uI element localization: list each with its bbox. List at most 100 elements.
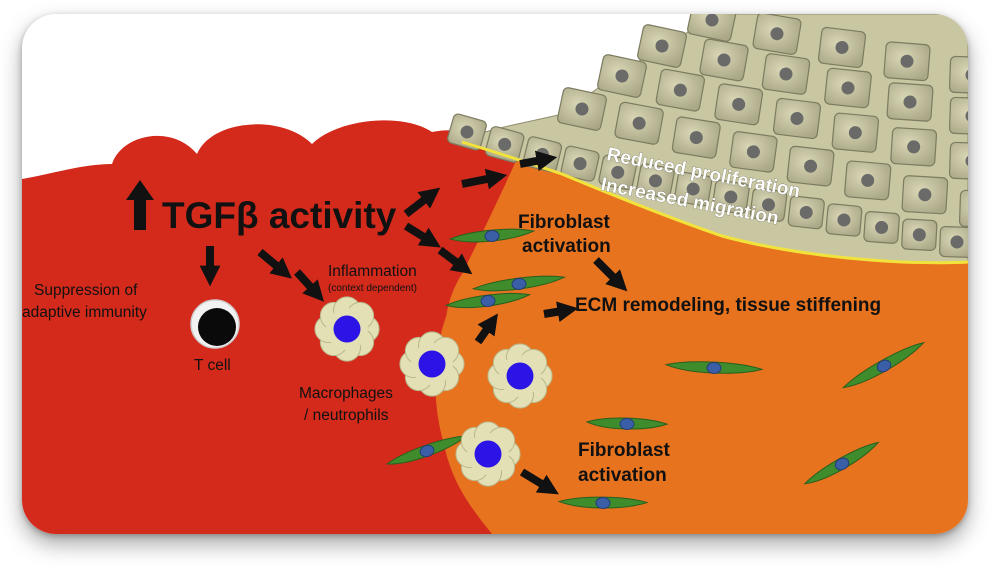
nucleus <box>912 228 926 242</box>
fibroblast-nucleus <box>484 229 500 243</box>
nucleus <box>770 27 784 41</box>
epithelial-cell <box>729 131 778 173</box>
fibroblast-activation-top-line2: activation <box>522 236 611 257</box>
figure-card: TGFβ activity Reduced proliferation Incr… <box>22 14 968 534</box>
epithelial-cell <box>886 82 934 122</box>
t-cell <box>190 299 240 349</box>
immune-cell <box>455 421 521 487</box>
nucleus <box>655 39 669 53</box>
inflammation-label: Inflammation <box>328 263 417 280</box>
epithelial-cell <box>772 97 822 140</box>
nucleus <box>615 69 629 83</box>
epithelial-cell <box>761 53 811 95</box>
epithelial-cell <box>749 187 788 222</box>
immune-nucleus <box>418 350 446 378</box>
nucleus <box>689 131 703 145</box>
fibroblast-nucleus <box>595 496 611 510</box>
epithelial-cell <box>752 14 802 55</box>
epithelial-cell <box>948 141 968 181</box>
fibroblast-nucleus <box>511 277 527 291</box>
fibroblast <box>803 441 880 485</box>
fibroblast <box>841 341 926 389</box>
fibroblast <box>585 417 669 431</box>
suppression-label-line1: Suppression of <box>34 282 138 299</box>
nucleus <box>673 83 687 97</box>
arrow <box>461 168 508 190</box>
nucleus <box>611 165 625 179</box>
arrows <box>199 150 628 495</box>
tgfb-activity-label: TGFβ activity <box>162 195 397 236</box>
epithelial-cell <box>817 26 867 69</box>
nucleus <box>903 95 917 109</box>
epithelial-cell <box>824 67 872 109</box>
nucleus <box>632 116 646 130</box>
nucleus <box>875 220 889 234</box>
epithelial-cell <box>786 145 835 187</box>
nucleus <box>573 157 587 171</box>
epithelial-cell <box>890 127 938 167</box>
epithelial-cell <box>901 218 938 251</box>
epithelial-cell <box>787 195 825 230</box>
nucleus <box>918 188 932 202</box>
arrow <box>437 246 473 275</box>
epithelial-cell <box>637 24 687 68</box>
epithelial-cell <box>674 171 713 207</box>
nucleus <box>746 145 760 159</box>
macrophages-label-line2: / neutrophils <box>304 407 389 424</box>
epithelial-cell <box>671 116 721 159</box>
fibroblast-activation-bottom-line1: Fibroblast <box>578 440 671 461</box>
epithelial-cell <box>711 179 750 215</box>
epithelial-cell <box>598 154 638 191</box>
epithelial-cell <box>597 54 647 98</box>
nucleus <box>837 213 851 227</box>
epithelial-cell <box>844 160 892 201</box>
macrophages-label-line1: Macrophages <box>299 385 393 402</box>
immune-cell <box>399 331 465 397</box>
up-arrow-icon <box>126 180 154 230</box>
fibroblast-nucleus <box>480 294 496 308</box>
immune-nucleus <box>333 315 361 343</box>
nucleus <box>848 126 862 140</box>
nucleus <box>799 205 813 219</box>
nucleus <box>835 41 849 54</box>
nucleus <box>575 102 589 116</box>
nucleus <box>460 125 474 139</box>
arrow <box>519 468 559 495</box>
suppression-label-line2: adaptive immunity <box>22 304 147 321</box>
epithelial-cell <box>948 96 968 136</box>
arrow <box>519 150 558 172</box>
nucleus <box>861 173 875 187</box>
nucleus <box>686 182 700 196</box>
fibroblast <box>664 361 764 375</box>
nucleus <box>950 235 964 249</box>
ecm-remodeling-label: ECM remodeling, tissue stiffening <box>575 295 881 316</box>
epithelial-cell <box>825 203 863 237</box>
fibroblast-nucleus <box>834 457 850 471</box>
fibroblast <box>444 292 532 309</box>
nucleus <box>907 140 921 154</box>
fibroblast-nucleus <box>706 361 722 375</box>
fibroblast <box>557 496 649 510</box>
nucleus <box>724 190 738 204</box>
arrow <box>403 187 441 218</box>
immune-nucleus <box>506 362 534 390</box>
epithelial-cell <box>447 113 487 151</box>
arrow <box>543 301 579 322</box>
fibroblast-nucleus <box>876 359 892 373</box>
arrow <box>403 222 441 248</box>
epithelial-cell <box>958 189 968 229</box>
nucleus <box>900 54 914 68</box>
fibroblast-activation-top-line1: Fibroblast <box>518 212 611 233</box>
fibroblast-nucleus <box>619 417 635 431</box>
epithelial-cell <box>948 55 968 95</box>
t-cell-label: T cell <box>194 357 231 374</box>
epithelial-cell <box>901 175 949 215</box>
nucleus <box>705 14 719 27</box>
epithelial-cell <box>883 41 931 82</box>
nucleus <box>648 174 662 188</box>
epithelial-cell <box>560 145 600 182</box>
epithelial-cell <box>863 210 900 244</box>
immune-cell <box>314 296 380 362</box>
arrow <box>294 269 324 302</box>
fibroblast-nucleus <box>419 444 435 458</box>
